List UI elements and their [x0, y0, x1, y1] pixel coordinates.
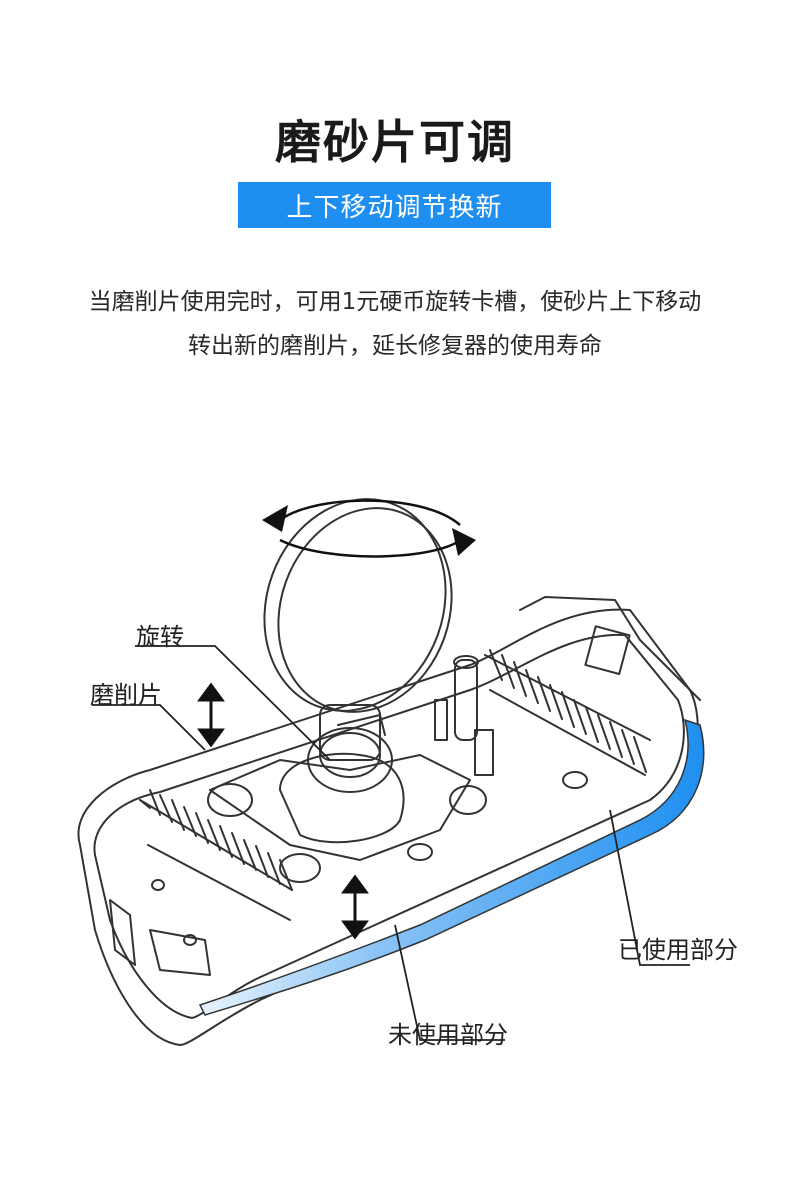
leader-line-used — [609, 809, 690, 966]
subtitle-badge: 上下移动调节换新 — [238, 182, 551, 228]
label-grinding-blade: 磨削片 — [90, 681, 162, 709]
grinding-blade-strip — [198, 718, 705, 1016]
right-spring — [484, 649, 651, 776]
device-body-outline — [77, 608, 699, 1046]
coin-dial — [263, 498, 447, 712]
description-line-2: 转出新的磨削片，延长修复器的使用寿命 — [188, 333, 602, 359]
up-down-arrow-center — [341, 874, 369, 940]
leader-line-rotate — [135, 645, 331, 761]
label-unused-part: 未使用部分 — [388, 1021, 508, 1049]
leader-line-blade — [92, 704, 206, 751]
description-line-1: 当磨削片使用完时，可用1元硬币旋转卡槽，使砂片上下移动 — [88, 289, 702, 315]
page-title: 磨砂片可调 — [275, 115, 515, 169]
label-rotate: 旋转 — [136, 623, 184, 651]
product-illustration — [77, 498, 705, 1046]
leader-line-unused — [394, 924, 505, 1041]
rotate-arrows — [274, 499, 467, 558]
left-spring — [139, 789, 293, 921]
up-down-arrow-left — [197, 682, 225, 748]
label-used-part: 已使用部分 — [618, 936, 738, 964]
